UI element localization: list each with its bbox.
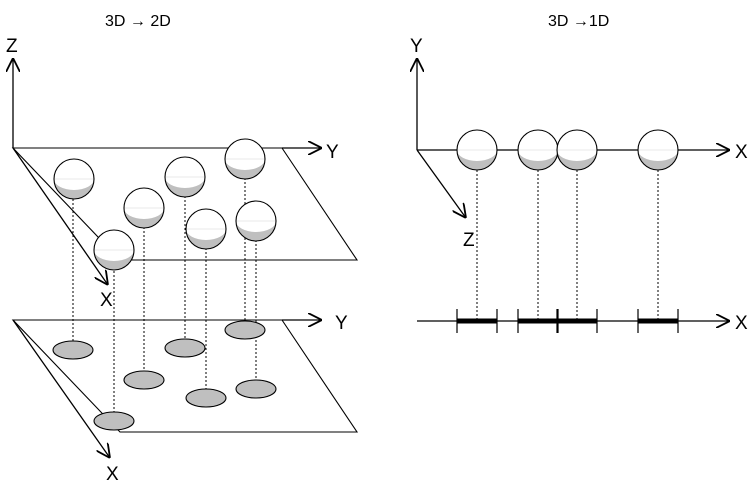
left-lower-x-axis: [12, 319, 110, 458]
right-z-label: Z: [463, 230, 475, 251]
segment: [637, 309, 679, 333]
projection-ellipse: [93, 411, 135, 431]
projection-ellipse: [224, 320, 266, 340]
projection-ellipse: [52, 340, 94, 360]
left-upper-x-label: X: [100, 290, 113, 311]
segment: [456, 309, 498, 333]
lower-plane: [11, 319, 359, 433]
projection-ellipse: [164, 338, 206, 358]
sphere: [164, 156, 206, 198]
left-upper-y-label: Y: [326, 142, 339, 163]
right-title: 3D →1D: [548, 13, 609, 30]
segments-1d: [456, 309, 679, 333]
sphere: [456, 129, 498, 171]
right-y-label: Y: [410, 36, 423, 57]
projection-ellipse: [185, 388, 227, 408]
sphere: [517, 129, 559, 171]
sphere: [93, 229, 135, 271]
left-upper-x-axis: [12, 147, 108, 285]
projection-lines-1d: [476, 170, 659, 321]
right-lower-x-label: X: [735, 313, 748, 334]
sphere: [185, 208, 227, 250]
spheres-1d: [456, 129, 679, 171]
projection-ellipse: [123, 370, 165, 390]
left-lower-x-label: X: [106, 464, 119, 485]
segment: [517, 309, 559, 333]
sphere: [224, 138, 266, 180]
projection-lines: [72, 178, 257, 421]
right-upper-x-label: X: [735, 142, 748, 163]
sphere: [637, 129, 679, 171]
left-lower-y-label: Y: [335, 313, 348, 334]
upper-plane: [11, 147, 359, 261]
projection-ellipse: [235, 379, 277, 399]
spheres-3d: [53, 138, 277, 271]
segment: [556, 309, 598, 333]
right-z-axis: [416, 149, 466, 218]
sphere: [123, 187, 165, 229]
left-title: 3D → 2D: [105, 13, 171, 30]
projections-2d: [52, 320, 277, 431]
sphere: [235, 200, 277, 242]
left-z-label: Z: [6, 36, 18, 57]
sphere: [53, 158, 95, 200]
sphere: [556, 129, 598, 171]
